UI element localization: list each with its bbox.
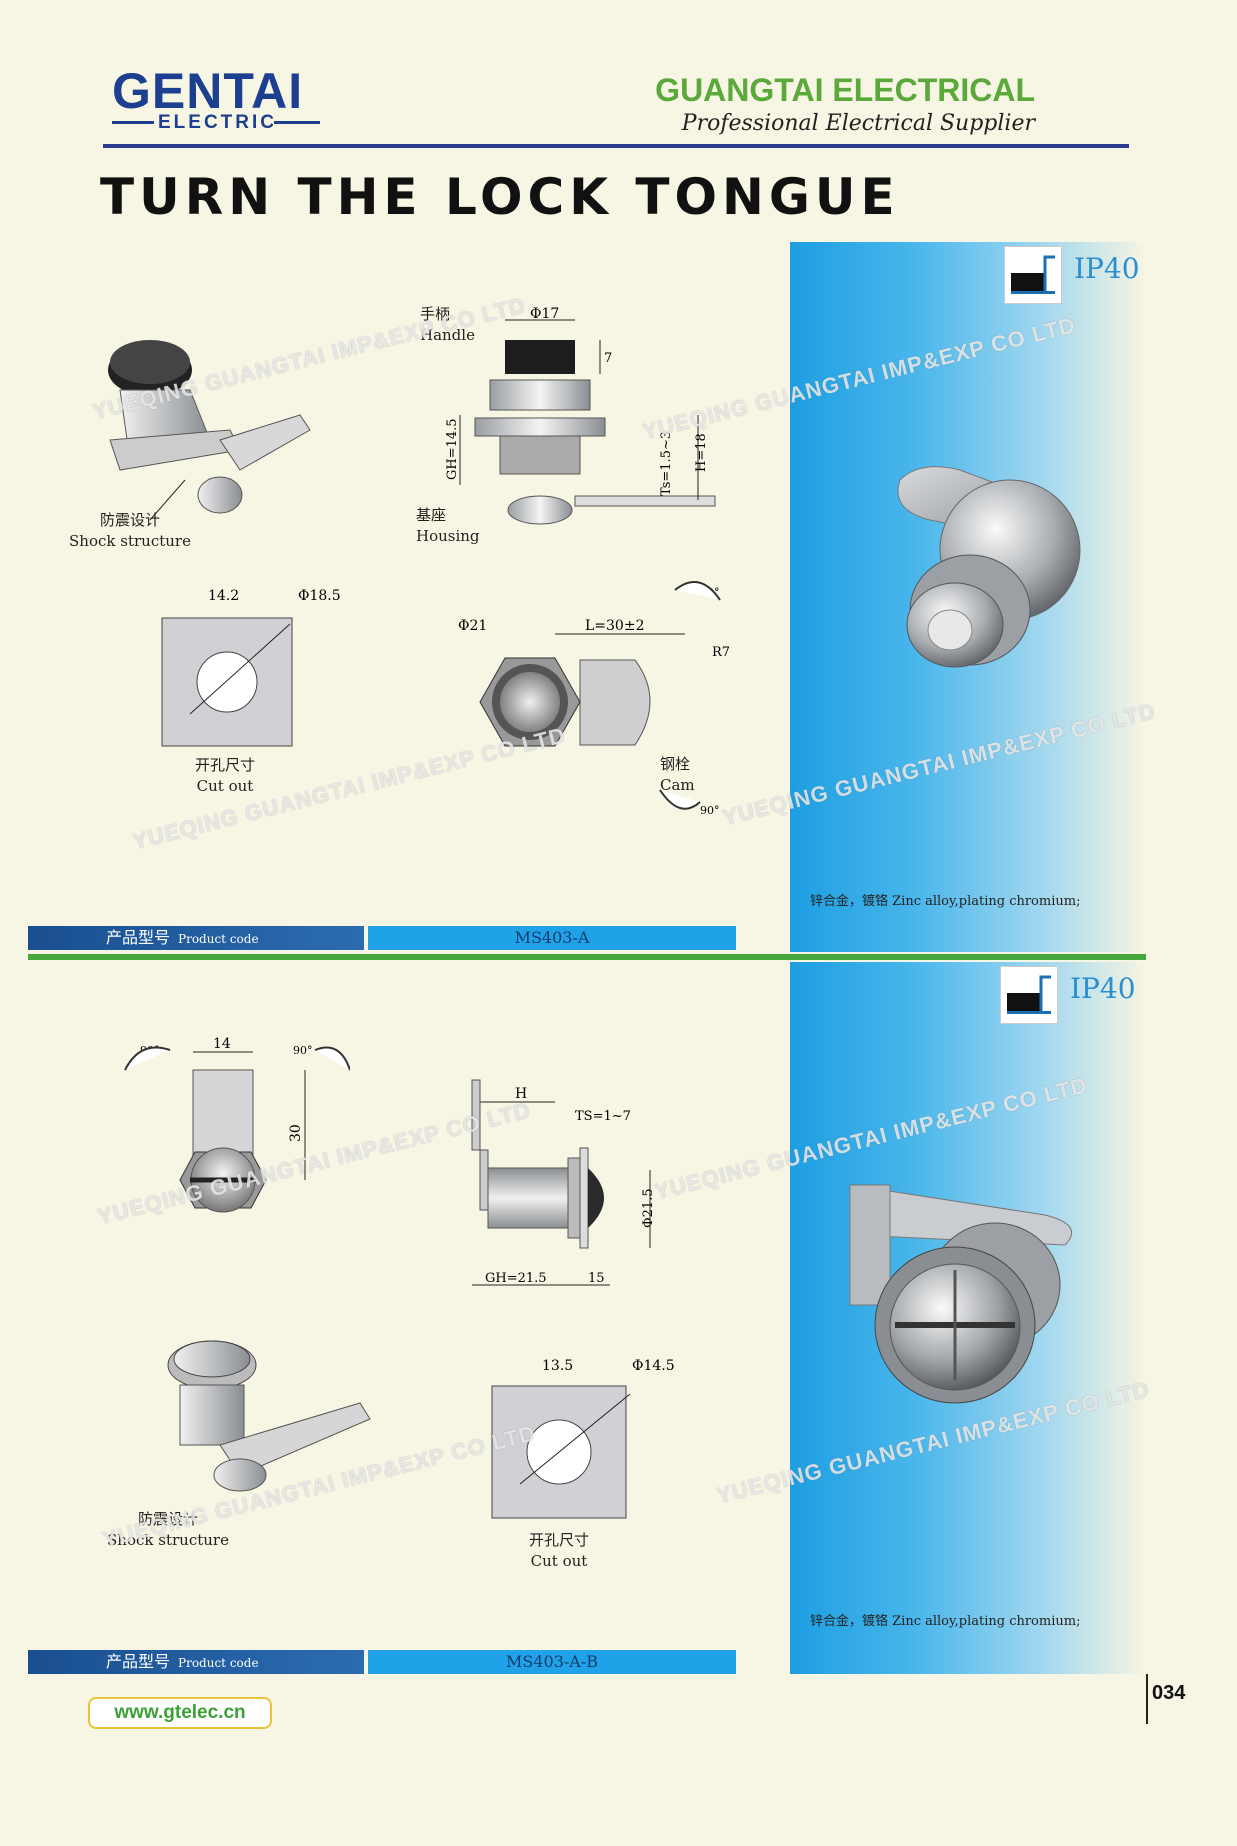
logo-subtext: ELECTRIC	[158, 112, 277, 133]
ip-rating: IP40	[1074, 252, 1140, 285]
product-code: MS403-A	[514, 928, 590, 947]
handle-label-en: Handle	[420, 326, 475, 344]
dim-cut-d: Φ18.5	[298, 588, 341, 604]
handle-label-cn: 手柄	[420, 305, 451, 323]
product2-code-label-bar: 产品型号 Product code	[28, 1650, 364, 1674]
page-title: TURN THE LOCK TONGUE	[100, 168, 900, 226]
product1-cutout-drawing: 14.2 Φ18.5	[150, 584, 370, 758]
product1-material: 锌合金，镀铬 Zinc alloy,plating chromium;	[810, 894, 1081, 909]
cam-label-cn: 钢栓	[660, 755, 691, 773]
code-label-cn: 产品型号	[106, 1652, 171, 1671]
product2-ip-badge: IP40	[1000, 966, 1136, 1026]
cutout-label-en: Cut out	[196, 777, 254, 795]
dim-cut-w: 14.2	[208, 588, 239, 604]
code-label-cn: 产品型号	[106, 928, 171, 947]
product1-iso-drawing	[80, 320, 320, 554]
dim-gh: GH=14.5	[445, 418, 460, 480]
product2-side-drawing: H TS=1~7 Φ21.5 GH=21.5 15	[460, 1070, 670, 1304]
header-divider	[103, 144, 1129, 148]
enclosure-icon	[1000, 966, 1058, 1024]
dim-h30: 30	[288, 1124, 304, 1142]
shock-label-en: Shock structure	[107, 1531, 229, 1549]
housing-label-cn: 基座	[416, 506, 447, 524]
footer-website-link[interactable]: www.gtelec.cn	[88, 1697, 272, 1729]
product-code: MS403-A-B	[505, 1652, 598, 1671]
dim-l15: 15	[588, 1271, 605, 1286]
page-number: 034	[1152, 1682, 1186, 1704]
product2-code-value: MS403-A-B	[368, 1650, 736, 1674]
dim-angle-bottom: 90°	[700, 804, 720, 817]
enclosure-icon	[1004, 246, 1062, 304]
shock-label-cn: 防震设计	[137, 1510, 198, 1528]
product1-ip-badge: IP40	[1004, 246, 1140, 306]
logo-rule-right	[274, 121, 320, 124]
dim-w14: 14	[213, 1036, 231, 1052]
dim-cut-w: 13.5	[542, 1358, 573, 1374]
dim-angle-right: 90°	[293, 1044, 313, 1057]
product2-shock-label: 防震设计 Shock structure	[98, 1509, 238, 1551]
dim-ts: TS=1~7	[575, 1109, 631, 1124]
product1-side-drawing: Φ17 7 GH=14.5 Ts=1.5~3 H=18	[420, 300, 750, 554]
cutout-label-cn: 开孔尺寸	[528, 1531, 589, 1549]
page-number-rule	[1146, 1674, 1148, 1724]
product2-material: 锌合金，镀铬 Zinc alloy,plating chromium;	[810, 1614, 1081, 1629]
dim-phi17: Φ17	[530, 306, 559, 322]
code-label-en: Product code	[178, 1656, 259, 1670]
product1-front-drawing: Φ21 L=30±2 R7 90° 90°	[450, 570, 740, 834]
dim-cut-d: Φ14.5	[632, 1358, 675, 1374]
product2-cutout-drawing: 13.5 Φ14.5	[480, 1354, 700, 1528]
section-divider	[28, 954, 1146, 960]
brand-block: GUANGTAI ELECTRICAL Professional Electri…	[655, 72, 1035, 136]
code-label-en: Product code	[178, 932, 259, 946]
dim-ts: Ts=1.5~3	[659, 431, 674, 496]
dim-d21: Φ21	[458, 618, 487, 634]
logo-rule-left	[112, 121, 154, 124]
brand-tagline: Professional Electrical Supplier	[681, 111, 1035, 136]
cutout-label-en: Cut out	[530, 1552, 588, 1570]
product1-code-label-bar: 产品型号 Product code	[28, 926, 364, 950]
dim-h: H	[515, 1086, 527, 1102]
dim-gh: GH=21.5	[485, 1271, 547, 1286]
product1-code-value: MS403-A	[368, 926, 736, 950]
shock-label-en: Shock structure	[69, 532, 191, 550]
cam-label-en: Cam	[660, 776, 695, 794]
brand-name: GUANGTAI ELECTRICAL	[655, 72, 1035, 108]
housing-label: 基座 Housing	[416, 505, 496, 547]
ip-rating: IP40	[1070, 972, 1136, 1005]
cam-label: 钢栓 Cam	[660, 754, 720, 796]
handle-label: 手柄 Handle	[420, 304, 490, 346]
product1-cutout-label: 开孔尺寸 Cut out	[170, 755, 280, 797]
product1-photo	[860, 460, 1100, 704]
dim-len: L=30±2	[585, 618, 644, 634]
dim-d215: Φ21.5	[641, 1188, 656, 1228]
shock-label-cn: 防震设计	[99, 511, 160, 529]
logo-wordmark: GENTAI	[112, 63, 304, 119]
product1-shock-label: 防震设计 Shock structure	[50, 510, 210, 552]
product2-photo	[845, 1175, 1095, 1439]
product2-cutout-label: 开孔尺寸 Cut out	[504, 1530, 614, 1572]
cutout-label-cn: 开孔尺寸	[194, 756, 255, 774]
dim-h7: 7	[604, 351, 612, 366]
housing-label-en: Housing	[416, 527, 480, 545]
product2-front-drawing: 90° 90° 14 30	[110, 1030, 351, 1244]
dim-r7: R7	[712, 645, 730, 660]
product2-iso-drawing	[150, 1335, 380, 1519]
dim-h18: H=18	[694, 433, 709, 472]
